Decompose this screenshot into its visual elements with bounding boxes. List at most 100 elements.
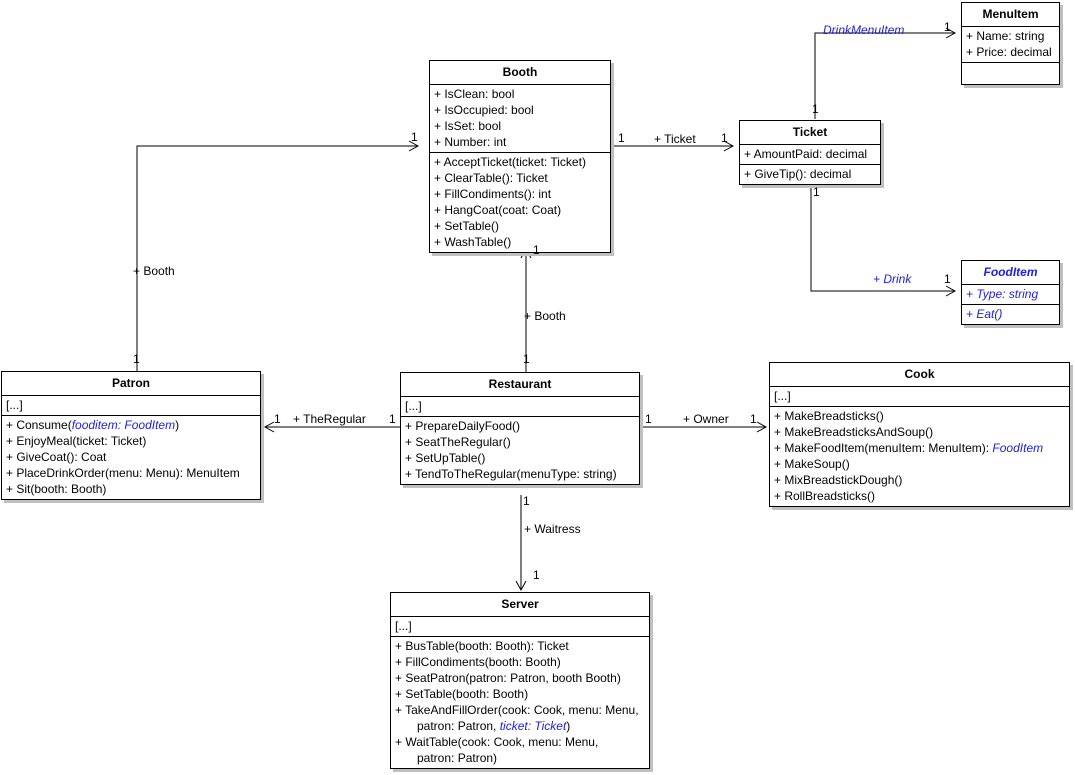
operation-row: + PrepareDailyFood() [405, 419, 521, 433]
operation-row: + GiveCoat(): Coat [6, 450, 107, 464]
operation-row: + ClearTable(): Ticket [434, 171, 548, 185]
operation-row: + BusTable(booth: Booth): Ticket [395, 639, 569, 653]
operation-text: + Consume( [6, 418, 72, 432]
mult-booth-ticket-source: 1 [618, 131, 625, 145]
attributes-compartment-ticket: + AmountPaid: decimal [740, 145, 880, 165]
operation-row: + AcceptTicket(ticket: Ticket) [434, 155, 586, 169]
class-title-server: Server [391, 593, 649, 617]
operation-row: + MakeBreadsticks() [774, 409, 884, 423]
operation-param-typed: ticket: Ticket [499, 719, 567, 733]
operation-row: + TakeAndFillOrder(cook: Cook, menu: Men… [395, 703, 639, 717]
edge-label-restaurant-booth: + Booth [524, 309, 566, 323]
class-title-fooditem: FoodItem [962, 261, 1059, 285]
mult-restaurant-patron-target: 1 [274, 412, 281, 426]
operations-compartment-booth: + AcceptTicket(ticket: Ticket) + ClearTa… [430, 153, 610, 252]
operations-compartment-fooditem: + Eat() [962, 305, 1059, 324]
class-title-patron: Patron [2, 372, 260, 396]
operation-row: + PlaceDrinkOrder(menu: Menu): MenuItem [6, 466, 240, 480]
operation-text: ) [175, 418, 180, 432]
class-box-menuitem[interactable]: MenuItem + Name: string + Price: decimal [961, 2, 1060, 85]
class-box-server[interactable]: Server [...] + BusTable(booth: Booth): T… [390, 592, 650, 769]
operation-row-continued: patron: Patron, ticket: Ticket) [391, 718, 649, 734]
attributes-compartment-cook: [...] [770, 387, 1069, 407]
attributes-compartment-fooditem: + Type: string [962, 285, 1059, 305]
attribute-row: + Price: decimal [966, 45, 1052, 59]
attribute-row: + Type: string [966, 287, 1039, 301]
mult-ticket-menuitem-target: 1 [944, 20, 951, 34]
mult-restaurant-server-target: 1 [533, 568, 540, 582]
operation-text: + MakeFoodItem(menuItem: MenuItem): [774, 441, 993, 455]
operation-row: + HangCoat(coat: Coat) [434, 203, 562, 217]
mult-booth-ticket-target: 1 [721, 131, 728, 145]
operation-row: + MakeSoup() [774, 457, 850, 471]
edge-label-booth-ticket: + Ticket [654, 132, 696, 146]
attribute-row: [...] [6, 398, 23, 412]
operation-row: + SetUpTable() [405, 451, 486, 465]
mult-patron-booth-source: 1 [133, 352, 140, 366]
operation-row: + SeatPatron(patron: Patron, booth Booth… [395, 671, 621, 685]
operations-compartment-cook: + MakeBreadsticks() + MakeBreadsticksAnd… [770, 407, 1069, 506]
class-box-booth[interactable]: Booth + IsClean: bool + IsOccupied: bool… [429, 60, 611, 253]
attribute-row: [...] [395, 619, 412, 633]
attribute-row: [...] [774, 389, 791, 403]
operation-param-typed: fooditem: FoodItem [71, 418, 176, 432]
mult-ticket-menuitem-source: 1 [812, 102, 819, 116]
operation-row: + Consume(fooditem: FoodItem) [2, 417, 260, 433]
edge-label-theregular: + TheRegular [293, 412, 366, 426]
operation-text: patron: Patron, [417, 719, 500, 733]
class-title-restaurant: Restaurant [401, 373, 639, 397]
operation-row: + Eat() [966, 307, 1003, 321]
mult-restaurant-server-source: 1 [523, 494, 530, 508]
mult-patron-booth-target: 1 [411, 130, 418, 144]
operation-row: + GiveTip(): decimal [744, 167, 852, 181]
operation-row: + EnjoyMeal(ticket: Ticket) [6, 434, 147, 448]
attributes-compartment-restaurant: [...] [401, 397, 639, 417]
operation-row: + TendToTheRegular(menuType: string) [405, 467, 617, 481]
operation-row: + MakeBreadsticksAndSoup() [774, 425, 934, 439]
edge-label-patron-booth: + Booth [133, 264, 175, 278]
attributes-compartment-booth: + IsClean: bool + IsOccupied: bool + IsS… [430, 85, 610, 153]
operations-compartment-ticket: + GiveTip(): decimal [740, 165, 880, 184]
operation-row: + MixBreadstickDough() [774, 473, 903, 487]
mult-ticket-fooditem-target: 1 [944, 272, 951, 286]
class-title-cook: Cook [770, 363, 1069, 387]
edge-label-waitress: + Waitress [524, 522, 581, 536]
mult-restaurant-booth-target: 1 [533, 243, 540, 257]
operation-row-continued: patron: Patron) [417, 751, 498, 765]
mult-restaurant-patron-source: 1 [389, 412, 396, 426]
class-title-menuitem: MenuItem [962, 3, 1059, 27]
class-title-ticket: Ticket [740, 121, 880, 145]
attribute-row: + Name: string [966, 29, 1045, 43]
mult-restaurant-cook-target: 1 [750, 412, 757, 426]
operation-return-type: FoodItem [992, 441, 1044, 455]
operations-compartment-patron: + Consume(fooditem: FoodItem) + EnjoyMea… [2, 416, 260, 499]
edge-label-drink: + Drink [873, 272, 912, 286]
operation-row: + WashTable() [434, 235, 512, 249]
class-box-fooditem[interactable]: FoodItem + Type: string + Eat() [961, 260, 1060, 325]
operation-row: + MakeFoodItem(menuItem: MenuItem): Food… [770, 440, 1069, 456]
attribute-row: + AmountPaid: decimal [744, 147, 868, 161]
attribute-row: + IsClean: bool [434, 87, 515, 101]
operations-compartment-menuitem [962, 63, 1059, 84]
operations-compartment-restaurant: + PrepareDailyFood() + SeatTheRegular() … [401, 417, 639, 484]
operation-row: + Sit(booth: Booth) [6, 482, 107, 496]
operation-row: + SetTable() [434, 219, 500, 233]
class-box-restaurant[interactable]: Restaurant [...] + PrepareDailyFood() + … [400, 372, 640, 485]
class-box-cook[interactable]: Cook [...] + MakeBreadsticks() + MakeBre… [769, 362, 1070, 507]
mult-restaurant-booth-source: 1 [523, 352, 530, 366]
connector-ticket-menuitem [814, 33, 955, 119]
attribute-row: + IsSet: bool [434, 119, 502, 133]
mult-ticket-fooditem-source: 1 [813, 185, 820, 199]
class-box-ticket[interactable]: Ticket + AmountPaid: decimal + GiveTip()… [739, 120, 881, 185]
operation-row: + RollBreadsticks() [774, 489, 876, 503]
operations-compartment-server: + BusTable(booth: Booth): Ticket + FillC… [391, 637, 649, 768]
class-title-booth: Booth [430, 61, 610, 85]
attribute-row: + IsOccupied: bool [434, 103, 534, 117]
edge-label-owner: + Owner [683, 412, 729, 426]
operation-row: + WaitTable(cook: Cook, menu: Menu, [395, 735, 599, 749]
attribute-row: + Number: int [434, 135, 507, 149]
class-box-patron[interactable]: Patron [...] + Consume(fooditem: FoodIte… [1, 371, 261, 500]
edge-label-drinkmenuitem: DrinkMenuItem [823, 23, 905, 37]
attributes-compartment-patron: [...] [2, 396, 260, 416]
